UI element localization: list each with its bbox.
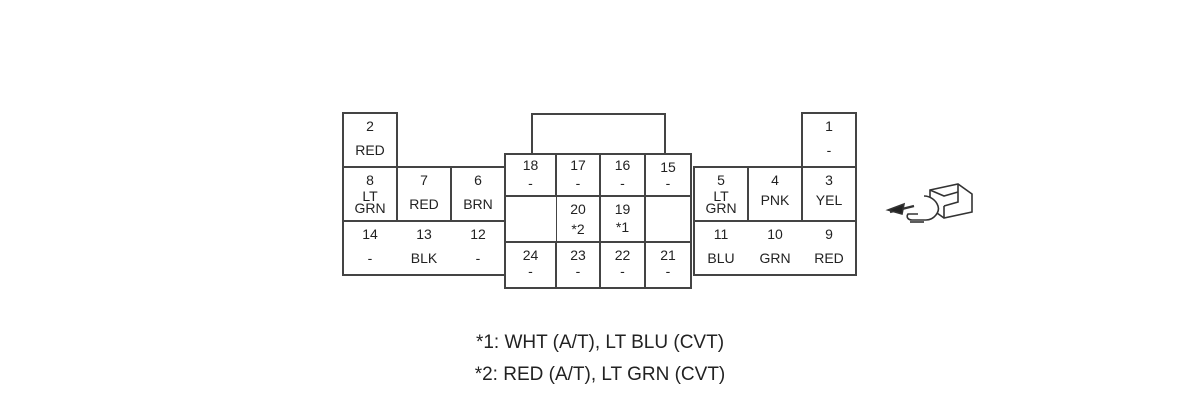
connector-lock-tab (531, 113, 666, 155)
pin-12: 12 - (470, 226, 486, 266)
pin-22: 22 - (614, 247, 631, 279)
pin-11: 11 BLU (707, 226, 735, 266)
pin-19: 19 *1 (614, 201, 631, 235)
pin-3: 3 YEL (815, 172, 843, 208)
pin-15: 15 - (660, 159, 676, 191)
pin-4: 4 PNK (760, 172, 790, 208)
footnote-2: *2: RED (A/T), LT GRN (CVT) (474, 364, 726, 385)
pin-1: 1 - (825, 118, 833, 158)
pin-8: 8 LT GRN (354, 172, 386, 216)
footnote-1: *1: WHT (A/T), LT BLU (CVT) (475, 332, 725, 353)
pin-5: 5 LT GRN (705, 172, 737, 216)
pin-24: 24 - (522, 247, 539, 279)
pin-14: 14 - (362, 226, 378, 266)
pin-7: 7 RED (409, 172, 439, 212)
pin-13: 13 BLK (410, 226, 438, 266)
pin-16: 16 - (614, 157, 631, 191)
pin-20: 20 *2 (570, 201, 586, 237)
pin-2: 2 RED (355, 118, 385, 158)
pin-23: 23 - (570, 247, 586, 279)
pin-18: 18 - (522, 157, 539, 191)
pin-9: 9 RED (814, 226, 844, 266)
pin-17: 17 - (570, 157, 586, 191)
pin-6: 6 BRN (463, 172, 493, 212)
hand-pointing-connector-icon (885, 183, 973, 223)
pin-10: 10 GRN (759, 226, 791, 266)
pin-21: 21 - (660, 247, 676, 279)
